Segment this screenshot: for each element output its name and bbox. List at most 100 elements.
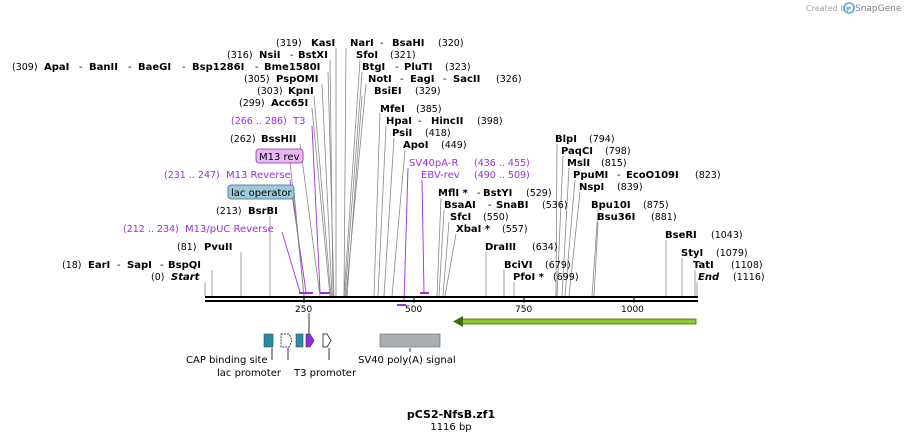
enzyme-name[interactable]: TatI — [693, 260, 714, 271]
enzyme-pos: (323) — [445, 62, 471, 73]
enzyme-name[interactable]: ApaI — [44, 62, 69, 73]
separator: - — [290, 50, 294, 61]
primer-range: (436 .. 455) — [474, 158, 530, 169]
tick-label: 500 — [405, 305, 422, 315]
label-connectors — [204, 47, 698, 297]
enzyme-name[interactable]: BanII — [89, 62, 118, 73]
feature-label-t3-promoter: T3 promoter — [293, 368, 357, 379]
primer-ebv-rev[interactable]: EBV-rev — [421, 170, 460, 181]
enzyme-name[interactable]: Bpu10I — [591, 200, 631, 211]
enzyme-pos: (1079) — [716, 248, 748, 259]
enzyme-name[interactable]: PspOMI — [276, 74, 318, 85]
enzyme-name[interactable]: BssHII — [261, 134, 296, 145]
enzyme-name[interactable]: PaqCI — [561, 146, 593, 157]
enzyme-name[interactable]: MfeI — [380, 104, 405, 115]
enzyme-name[interactable]: BstXI — [298, 50, 328, 61]
enzyme-name[interactable]: MslI — [567, 158, 590, 169]
tick-label: 1000 — [621, 305, 644, 315]
enzyme-name[interactable]: BsaHI — [392, 38, 424, 49]
enzyme-name[interactable]: BciVI — [504, 260, 532, 271]
enzyme-name[interactable]: HincII — [431, 116, 463, 127]
enzyme-pos: (18) — [62, 260, 82, 271]
enzyme-name[interactable]: NarI — [350, 38, 374, 49]
enzyme-name[interactable]: PpuMI — [573, 170, 608, 181]
sv40-polya-feature[interactable] — [379, 333, 441, 348]
enzyme-pos: (326) — [496, 74, 522, 85]
enzyme-name[interactable]: PsiI — [392, 128, 412, 139]
enzyme-name[interactable]: NotI — [368, 74, 392, 85]
enzyme-pos: (1116) — [733, 272, 765, 283]
separator: - — [400, 74, 404, 85]
enzyme-pos: (385) — [416, 104, 442, 115]
enzyme-name[interactable]: BsaAI — [444, 200, 476, 211]
cap-binding-site-feature[interactable] — [263, 333, 274, 348]
enzyme-name[interactable]: SnaBI — [496, 200, 528, 211]
enzyme-name[interactable]: BlpI — [555, 134, 577, 145]
enzyme-name[interactable]: MflI * — [438, 188, 469, 199]
m13-rev-feature[interactable] — [305, 333, 315, 348]
enzyme-pos: (823) — [695, 170, 721, 181]
enzyme-name[interactable]: Bme1580I — [264, 62, 320, 73]
enzyme-name[interactable]: PfoI * — [513, 272, 545, 283]
separator: - — [182, 62, 186, 73]
enzyme-name[interactable]: KpnI — [288, 86, 314, 97]
enzyme-name[interactable]: BsiEI — [374, 86, 402, 97]
enzyme-name[interactable]: BspQI — [168, 260, 201, 271]
enzyme-name[interactable]: DraIII — [485, 242, 516, 253]
enzyme-name[interactable]: PvuII — [204, 242, 232, 253]
enzyme-name[interactable]: BseRI — [665, 230, 697, 241]
enzyme-name[interactable]: SacII — [453, 74, 480, 85]
enzyme-name[interactable]: Bsp1286I — [192, 62, 244, 73]
enzyme-name[interactable]: BaeGI — [138, 62, 171, 73]
enzyme-name[interactable]: Acc65I — [271, 98, 308, 109]
tick-label: 750 — [515, 305, 532, 315]
enzyme-name[interactable]: BstYI — [483, 188, 512, 199]
primer-m13-reverse[interactable]: M13 Reverse — [226, 170, 291, 181]
orf-arrow[interactable] — [453, 316, 697, 327]
enzyme-name[interactable]: NsiI — [259, 50, 280, 61]
enzyme-pos: (557) — [502, 224, 528, 235]
enzyme-pos: (529) — [526, 188, 552, 199]
snapgene-logo-icon — [843, 2, 855, 14]
enzyme-name[interactable]: NspI — [579, 182, 604, 193]
enzyme-name[interactable]: Bsu36I — [597, 212, 635, 223]
enzyme-name[interactable]: EcoO109I — [626, 170, 679, 181]
lac-operator-box[interactable] — [227, 184, 295, 200]
enzyme-name[interactable]: ApoI — [403, 140, 429, 151]
enzyme-pos: (0) — [151, 272, 164, 283]
separator: - — [128, 62, 132, 73]
enzyme-pos: (815) — [601, 158, 627, 169]
lac-promoter-feature[interactable] — [280, 333, 293, 348]
enzyme-name[interactable]: StyI — [681, 248, 703, 259]
enzyme-name[interactable]: BtgI — [362, 62, 385, 73]
lac-operator-feature[interactable] — [295, 333, 304, 348]
enzyme-name[interactable]: KasI — [311, 38, 335, 49]
enzyme-pos: (316) — [227, 50, 253, 61]
enzyme-name[interactable]: SfoI — [356, 50, 378, 61]
enzyme-name[interactable]: BsrBI — [248, 206, 278, 217]
enzyme-name[interactable]: HpaI — [386, 116, 412, 127]
enzyme-name[interactable]: EarI — [88, 260, 110, 271]
primer-marks — [299, 292, 429, 306]
enzyme-pos: (798) — [605, 146, 631, 157]
enzyme-name[interactable]: SapI — [127, 260, 152, 271]
enzyme-pos: (699) — [553, 272, 579, 283]
t3-promoter-feature[interactable] — [322, 333, 332, 348]
m13-rev-box[interactable] — [255, 148, 304, 164]
primer-t3[interactable]: T3 — [292, 116, 305, 127]
primer-sv40pa-r[interactable]: SV40pA-R — [409, 158, 458, 169]
separator: - — [395, 62, 399, 73]
end-label: End — [698, 272, 720, 283]
primer-m13puc-reverse[interactable]: M13/pUC Reverse — [185, 224, 274, 235]
enzyme-pos: (398) — [477, 116, 503, 127]
enzyme-pos: (881) — [651, 212, 677, 223]
enzyme-pos: (305) — [244, 74, 270, 85]
separator: - — [418, 116, 422, 127]
enzyme-name[interactable]: XbaI * — [456, 224, 491, 235]
enzyme-name[interactable]: SfcI — [450, 212, 471, 223]
enzyme-name[interactable]: EagI — [410, 74, 434, 85]
enzyme-pos: (1108) — [731, 260, 763, 271]
m13-rev-label: M13 rev — [259, 152, 300, 163]
enzyme-name[interactable]: PluTI — [404, 62, 432, 73]
